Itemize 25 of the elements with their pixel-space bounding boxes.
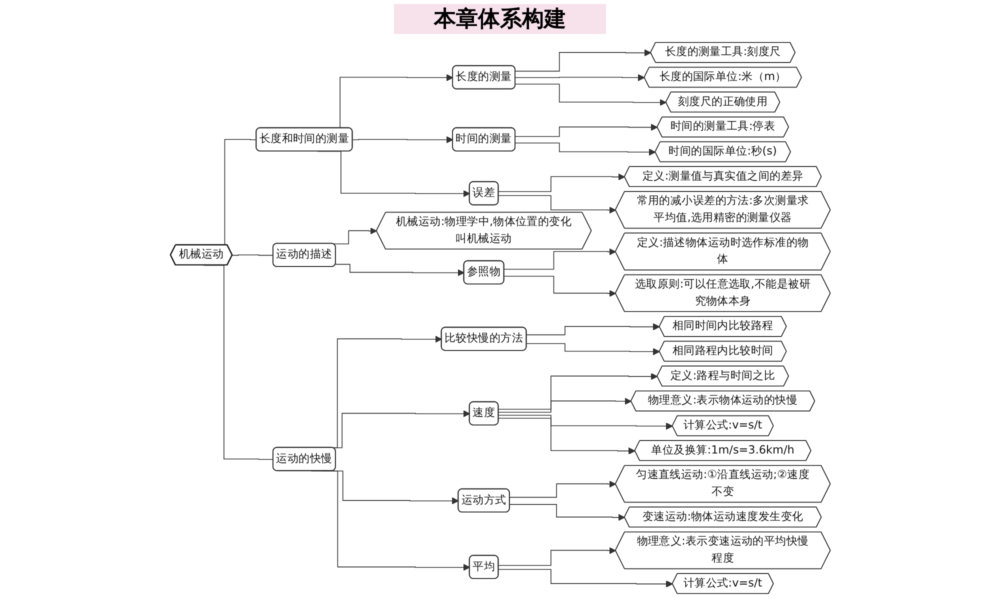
arrow xyxy=(526,343,660,356)
arrow xyxy=(503,248,616,270)
arrow xyxy=(498,195,616,214)
arrow xyxy=(509,480,616,498)
arrow xyxy=(498,568,673,588)
arrow xyxy=(514,74,644,82)
arrow xyxy=(526,323,660,336)
arrow xyxy=(316,150,470,198)
arrow xyxy=(498,414,673,430)
arrow xyxy=(498,418,636,454)
arrow xyxy=(498,173,625,192)
arrow xyxy=(514,124,658,137)
arrow xyxy=(498,547,616,566)
arrow xyxy=(514,84,666,106)
arrow xyxy=(514,142,656,156)
diagram-title: 本章体系构建 xyxy=(394,4,606,34)
arrow xyxy=(498,372,658,410)
arrow xyxy=(514,49,651,72)
arrow xyxy=(503,276,616,297)
arrow xyxy=(332,227,377,244)
arrow xyxy=(334,264,464,276)
connector xyxy=(232,254,274,256)
arrow xyxy=(498,398,632,413)
arrow xyxy=(352,136,453,144)
arrow xyxy=(509,504,625,521)
